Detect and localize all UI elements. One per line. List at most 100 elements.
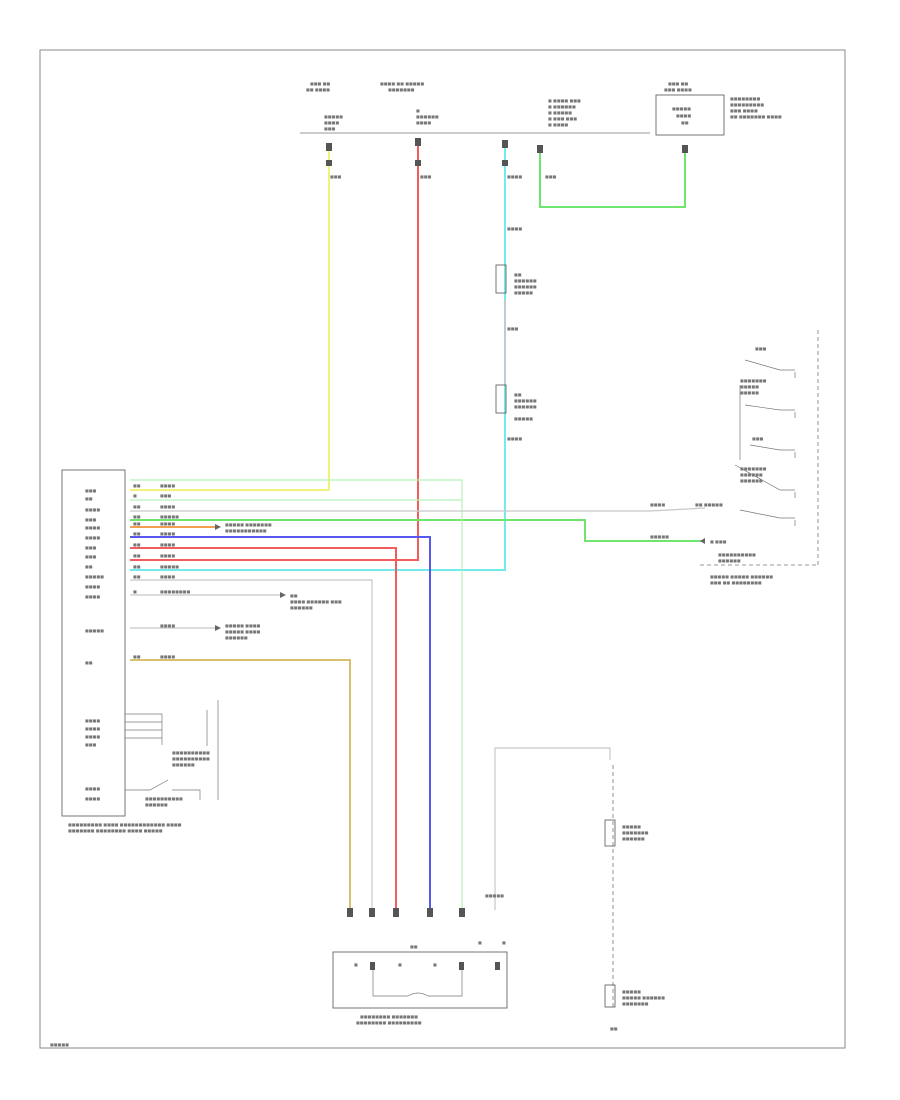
wire-red-2: [130, 547, 397, 910]
svg-text:■■: ■■: [133, 542, 141, 547]
svg-text:■■■■■: ■■■■■: [485, 893, 504, 898]
svg-text:■■■■■: ■■■■■: [622, 824, 641, 829]
wire-green-relay: [539, 150, 686, 208]
svg-text:■■■■■ ■■■■■■■: ■■■■■ ■■■■■■■: [225, 522, 272, 527]
svg-text:■■■■: ■■■■: [85, 718, 100, 723]
svg-text:■■■■■■: ■■■■■■: [514, 278, 537, 283]
svg-text:■■■■■■■■■■: ■■■■■■■■■■: [718, 552, 756, 557]
svg-text:■ ■■■ ■■■: ■ ■■■ ■■■: [548, 116, 577, 121]
svg-text:■■■■: ■■■■: [85, 726, 100, 731]
svg-text:■■: ■■: [133, 531, 141, 536]
svg-text:■■■■■■■■■■: ■■■■■■■■■■: [145, 796, 183, 801]
svg-text:■ ■■■■: ■ ■■■■: [548, 122, 568, 127]
svg-text:■■■■■: ■■■■■: [85, 628, 104, 633]
diagram-frame: [39, 49, 846, 1049]
svg-text:■■■■■■■ ■■■■■■■■ ■■■■ ■■■■■: ■■■■■■■ ■■■■■■■■ ■■■■ ■■■■■: [68, 828, 163, 833]
switch-contact-icon: [744, 359, 796, 378]
wire-red-main: [130, 143, 419, 561]
connector-pin-icons-top: [326, 138, 688, 153]
svg-text:■■■■■■■■ ■■■■■■■■■: ■■■■■■■■ ■■■■■■■■■: [356, 1020, 422, 1025]
svg-text:■■■■■■: ■■■■■■: [145, 802, 168, 807]
speed-sensor-note: ■■ ■■■■ ■■■■■■ ■■■ ■■■■■■: [280, 592, 342, 610]
svg-text:■■■ ■■: ■■■ ■■: [668, 81, 688, 86]
svg-text:■ ■■■■ ■■■: ■ ■■■■ ■■■: [548, 98, 581, 103]
svg-text:■ ■■■■■■: ■ ■■■■■■: [548, 104, 576, 109]
svg-text:■■: ■■: [85, 660, 93, 665]
svg-text:■■: ■■: [133, 574, 141, 579]
svg-text:■■: ■■: [290, 593, 298, 598]
wire-gray-down: [130, 579, 373, 910]
svg-text:■■■■ ■■■■■■ ■■■: ■■■■ ■■■■■■ ■■■: [290, 599, 342, 604]
svg-text:■■■■: ■■■■: [160, 654, 175, 659]
svg-text:■: ■: [416, 108, 420, 113]
svg-text:■■■ ■■ ■■■■■■■■: ■■■ ■■ ■■■■■■■■: [710, 580, 762, 585]
svg-text:■■: ■■: [133, 483, 141, 488]
svg-text:■■■■■■: ■■■■■■: [514, 398, 537, 403]
connector-pin-icons-mid: [326, 160, 508, 166]
svg-text:■■■: ■■■: [545, 174, 557, 179]
svg-text:■■■■■: ■■■■■: [85, 574, 104, 579]
wire-yellow: [130, 150, 330, 491]
svg-text:■■: ■■: [133, 514, 141, 519]
svg-text:■■■: ■■■: [420, 174, 432, 179]
wire-green-right: [130, 519, 705, 542]
fuse-box-label-center: ■■■■ ■■ ■■■■■ ■■■■■■■ ■ ■■■■■■ ■■■■: [380, 81, 439, 125]
svg-text:■■■■: ■■■■: [676, 113, 691, 118]
svg-text:■■■: ■■■: [324, 126, 336, 131]
svg-text:■■■: ■■■: [85, 742, 97, 747]
svg-text:■■■■: ■■■■: [85, 734, 100, 739]
svg-text:■■: ■■: [85, 496, 93, 501]
svg-text:■■■■■: ■■■■■: [160, 564, 179, 569]
svg-text:■: ■: [478, 940, 482, 945]
svg-text:■■■■: ■■■■: [85, 786, 100, 791]
svg-text:■■■■■■: ■■■■■■: [514, 284, 537, 289]
wire-color-codes: ■■■■ ■■■ ■■■■ ■■■■■ ■■■■ ■■■■ ■■■■ ■■■■ …: [160, 483, 190, 659]
ground-icon: ■■: [610, 1026, 618, 1031]
svg-text:■■■■■■■: ■■■■■■■: [740, 378, 767, 383]
svg-text:■■■■■■■■■■: ■■■■■■■■■■: [172, 756, 210, 761]
svg-text:■■■■■■: ■■■■■■: [290, 605, 313, 610]
svg-text:■■■■: ■■■■: [85, 584, 100, 589]
svg-text:■■■■■■■■: ■■■■■■■■: [160, 589, 190, 594]
svg-text:■■■■■■: ■■■■■■: [225, 635, 248, 640]
control-module: ■■■ ■■ ■■■■ ■■■ ■■■■ ■■■■ ■■■ ■■■ ■■ ■■■…: [61, 469, 182, 833]
top-wire-codes: ■■■ ■■■ ■■■■ ■■■■ ■■■ ■■■■ ■■■: [330, 174, 557, 441]
svg-text:■■■: ■■■: [85, 554, 97, 559]
svg-text:■■■■: ■■■■: [160, 553, 175, 558]
svg-text:■■■ ■■■■: ■■■ ■■■■: [730, 108, 758, 113]
svg-text:■■■■■■: ■■■■■■: [514, 404, 537, 409]
svg-text:■■■■: ■■■■: [650, 502, 665, 507]
svg-text:■ ■■■: ■ ■■■: [710, 539, 727, 544]
svg-text:■■■■■■■■■■: ■■■■■■■■■■: [172, 750, 210, 755]
svg-text:■■■■■■■■: ■■■■■■■■: [730, 96, 760, 101]
data-link-note: ■■■■■ ■■■■■■■ ■■■■■■■■■■■: [215, 522, 272, 533]
svg-text:■■■■■■■■■ ■■■■ ■■■■■■■■■■■■ ■■: ■■■■■■■■■ ■■■■ ■■■■■■■■■■■■ ■■■■: [68, 822, 182, 827]
svg-text:■■■■ ■■ ■■■■■: ■■■■ ■■ ■■■■■: [380, 81, 424, 86]
svg-text:■■■■■■: ■■■■■■: [740, 478, 763, 483]
svg-text:■■■■: ■■■■: [160, 521, 175, 526]
svg-text:■: ■: [133, 589, 137, 594]
svg-text:■■■: ■■■: [755, 346, 767, 351]
svg-text:■: ■: [133, 493, 137, 498]
svg-text:■■ ■■■■: ■■ ■■■■: [306, 87, 330, 92]
svg-text:■■■■■: ■■■■■: [740, 390, 759, 395]
svg-text:■■■■■: ■■■■■: [740, 384, 759, 389]
svg-text:■■: ■■: [133, 654, 141, 659]
svg-text:■: ■: [502, 940, 506, 945]
svg-text:■■: ■■: [514, 392, 522, 397]
svg-text:■■■■■: ■■■■■: [514, 416, 533, 421]
svg-text:■■■■■: ■■■■■: [514, 290, 533, 295]
svg-text:■■■■: ■■■■: [85, 507, 100, 512]
svg-text:■ ■■■■■: ■ ■■■■■: [548, 110, 572, 115]
svg-text:■■■■■■■: ■■■■■■■: [622, 830, 649, 835]
internal-sensors: ■■■■■■■■■■ ■■■■■■■■■■ ■■■■■■ ■■■■■■■■■■ …: [125, 700, 219, 807]
svg-text:■■■■: ■■■■: [416, 120, 431, 125]
wire-blue: [130, 536, 431, 910]
svg-text:■■: ■■: [133, 564, 141, 569]
svg-text:■■■■: ■■■■: [160, 574, 175, 579]
svg-text:■■■■: ■■■■: [160, 623, 175, 628]
svg-text:■■■■: ■■■■: [85, 594, 100, 599]
svg-text:■■■: ■■■: [330, 174, 342, 179]
svg-text:■■■■■■■: ■■■■■■■: [740, 466, 767, 471]
svg-text:■■■■: ■■■■: [85, 525, 100, 530]
